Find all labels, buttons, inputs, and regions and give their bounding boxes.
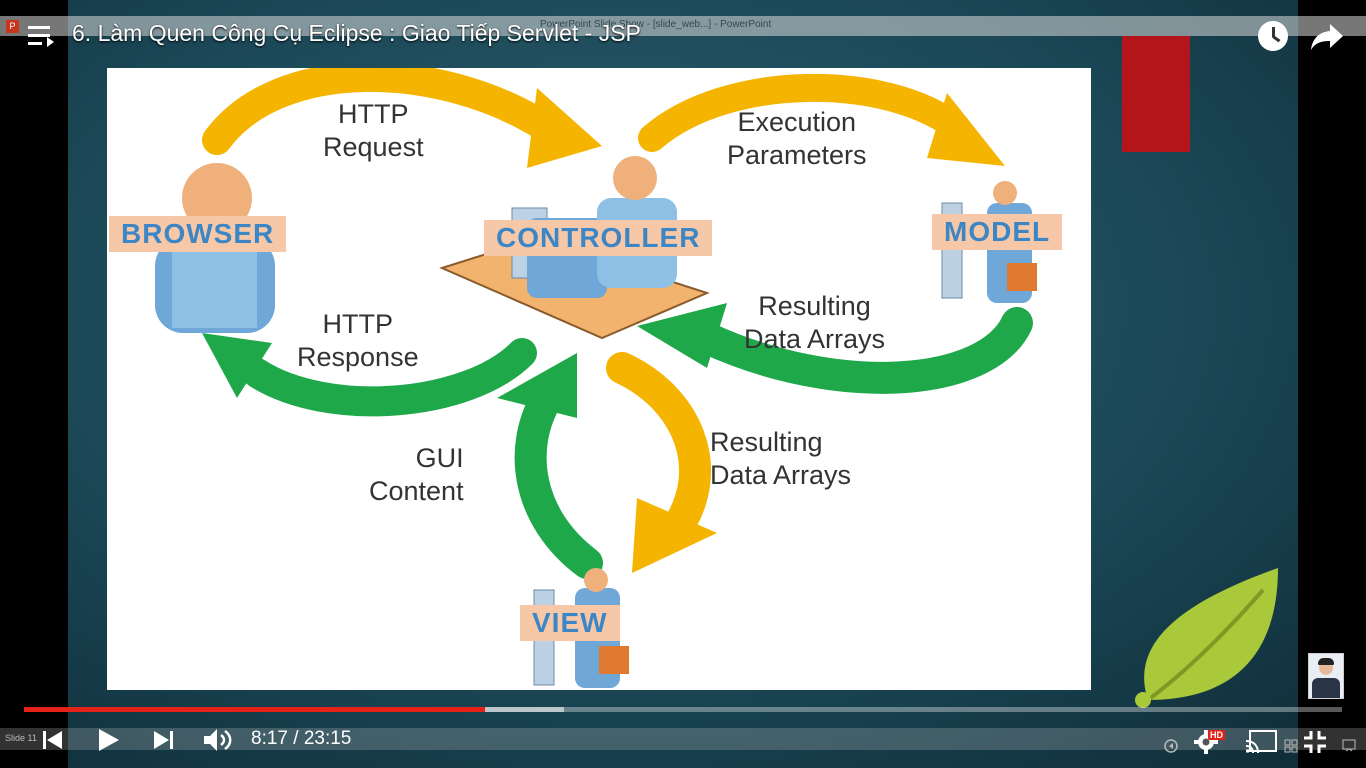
- cast-icon[interactable]: [1244, 728, 1278, 756]
- controller-label: CONTROLLER: [484, 220, 713, 256]
- powerpoint-title: PowerPoint Slide Show - [slide_web...] -…: [540, 19, 772, 30]
- duration: 23:15: [303, 728, 352, 749]
- execution-parameters-text: Execution Parameters: [727, 106, 867, 172]
- annotations-icon[interactable]: [1163, 732, 1179, 760]
- played-bar: [24, 707, 486, 712]
- resulting-view-line2: Data Arrays: [710, 460, 852, 490]
- gui-content-line2: Content: [369, 476, 464, 506]
- resulting-model-arrow: [691, 307, 1033, 394]
- play-icon[interactable]: [96, 726, 122, 754]
- next-icon[interactable]: [152, 726, 176, 754]
- exit-fullscreen-icon[interactable]: [1302, 728, 1328, 756]
- slide-indicator: Slide 11: [5, 733, 37, 743]
- playlist-icon[interactable]: [28, 26, 54, 50]
- slide-canvas: BROWSER CONTROLLER MODEL VIEW HTTP Reque…: [107, 68, 1091, 690]
- resulting-model-arrowhead: [637, 303, 727, 368]
- time-display: 8:17 / 23:15: [251, 728, 351, 750]
- resulting-view-arrowhead: [632, 498, 717, 573]
- model-label: MODEL: [932, 214, 1063, 250]
- volume-icon[interactable]: [202, 726, 236, 754]
- gui-content-text: GUI Content: [369, 442, 464, 508]
- resulting-view-text: Resulting Data Arrays: [710, 426, 851, 492]
- current-time: 8:17: [251, 728, 288, 749]
- progress-bar[interactable]: [24, 707, 1342, 712]
- http-response-arrow: [242, 338, 537, 417]
- resulting-model-line2: Data Arrays: [744, 324, 886, 354]
- http-response-arrowhead: [202, 333, 272, 398]
- hd-badge: HD: [1208, 730, 1225, 740]
- execution-line1: Execution: [737, 107, 857, 137]
- http-response-text: HTTP Response: [297, 308, 419, 374]
- powerpoint-icon: P: [6, 20, 19, 33]
- mvc-diagram: [155, 68, 1037, 688]
- resulting-view-line1: Resulting: [710, 427, 823, 457]
- letterbox-left: [0, 0, 68, 768]
- time-separator: /: [293, 728, 299, 749]
- leaf-logo: [1135, 568, 1278, 708]
- previous-icon[interactable]: [40, 726, 64, 754]
- http-request-line2: Request: [323, 132, 424, 162]
- video-title[interactable]: 6. Làm Quen Công Cụ Eclipse : Giao Tiếp …: [72, 20, 641, 46]
- browser-person: [155, 163, 275, 333]
- view-label: VIEW: [520, 605, 620, 641]
- execution-arrow: [638, 73, 971, 152]
- resulting-model-text: Resulting Data Arrays: [744, 290, 885, 356]
- controls-bar: [0, 728, 1366, 750]
- browser-label: BROWSER: [109, 216, 287, 252]
- resulting-view-arrow: [606, 352, 711, 544]
- presenter-avatar: [1308, 653, 1344, 699]
- gui-content-arrowhead: [497, 353, 577, 418]
- execution-arrowhead: [927, 93, 1005, 166]
- slide-red-accent: [1122, 36, 1190, 152]
- notes-icon[interactable]: [1342, 732, 1356, 760]
- execution-line2: Parameters: [727, 140, 867, 170]
- http-request-arrowhead: [527, 88, 602, 168]
- gui-content-arrow: [514, 382, 603, 579]
- http-request-text: HTTP Request: [323, 98, 424, 164]
- http-request-line1: HTTP: [338, 99, 409, 129]
- http-response-line1: HTTP: [322, 309, 394, 339]
- powerpoint-titlebar: PowerPoint Slide Show - [slide_web...] -…: [0, 16, 1366, 36]
- letterbox-right: [1298, 0, 1366, 768]
- gui-content-line1: GUI: [415, 443, 464, 473]
- watch-later-icon[interactable]: [1258, 21, 1288, 51]
- resulting-model-line1: Resulting: [758, 291, 871, 321]
- http-response-line2: Response: [297, 342, 419, 372]
- share-icon[interactable]: [1310, 22, 1344, 52]
- http-request-arrow: [202, 68, 562, 155]
- grid-view-icon[interactable]: [1284, 732, 1298, 760]
